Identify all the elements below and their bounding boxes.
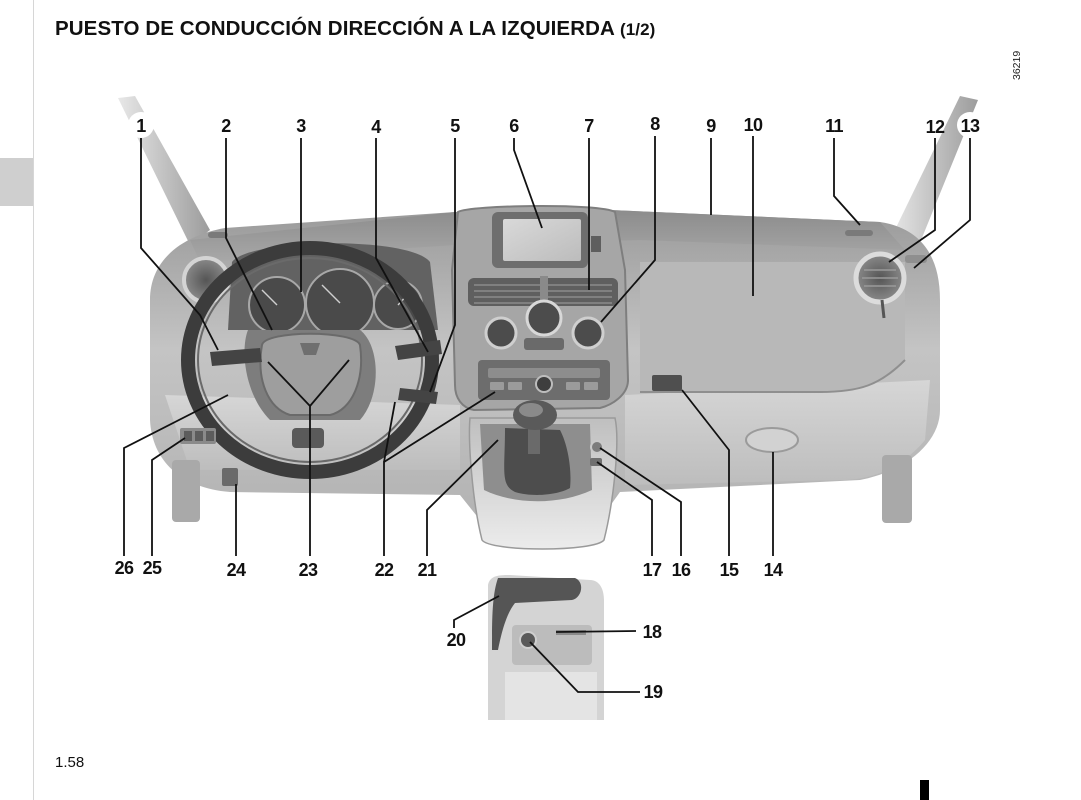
screen-side-button	[591, 236, 601, 252]
callout-24: 24	[227, 560, 246, 580]
callout-1: 1	[136, 116, 146, 136]
callout-11: 11	[825, 116, 843, 136]
callout-22: 22	[375, 560, 394, 580]
console-switch-16	[591, 441, 603, 453]
callout-9: 9	[706, 116, 716, 136]
inset-handbrake-view	[488, 575, 604, 720]
callout-7: 7	[584, 116, 594, 136]
climate-knob-right	[573, 318, 603, 348]
callout-23: 23	[299, 560, 318, 580]
callout-12: 12	[926, 117, 945, 137]
callout-8: 8	[650, 114, 660, 134]
climate-knob-center	[527, 301, 561, 335]
callout-6: 6	[509, 116, 519, 136]
multimedia-screen	[503, 219, 581, 261]
callout-20: 20	[447, 630, 466, 650]
passenger-switch	[652, 375, 682, 391]
dash-top-speaker	[845, 230, 873, 236]
bonnet-release	[222, 468, 238, 486]
callout-21: 21	[418, 560, 437, 580]
callout-26: 26	[115, 558, 134, 578]
callout-17: 17	[643, 560, 662, 580]
page-corner-mark	[920, 780, 929, 800]
glovebox-handle	[746, 428, 798, 452]
right-lower-support	[882, 455, 912, 523]
left-lower-support	[172, 460, 200, 522]
callout-16: 16	[672, 560, 691, 580]
callout-19: 19	[644, 682, 663, 702]
callout-10: 10	[744, 115, 763, 135]
callout-14: 14	[764, 560, 783, 580]
climate-knob-left	[486, 318, 516, 348]
callout-3: 3	[296, 116, 306, 136]
callout-18: 18	[643, 622, 662, 642]
page-number: 1.58	[55, 754, 84, 771]
callout-2: 2	[221, 116, 231, 136]
climate-button-strip	[524, 338, 564, 350]
callout-4: 4	[371, 117, 381, 137]
callout-13: 13	[961, 116, 980, 136]
radio-knob	[536, 376, 552, 392]
callout-15: 15	[720, 560, 739, 580]
callout-5: 5	[450, 116, 460, 136]
callout-25: 25	[143, 558, 162, 578]
